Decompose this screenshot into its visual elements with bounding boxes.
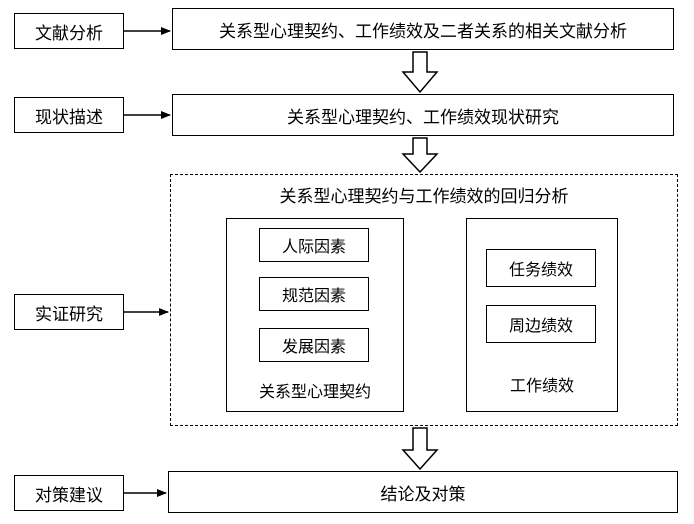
factor-label: 人际因素: [281, 237, 346, 256]
stage-content: 结论及对策: [380, 484, 466, 505]
down-arrow-2: [401, 137, 439, 174]
method-label: 文献分析: [35, 23, 103, 44]
method-literature-analysis: 文献分析: [14, 13, 124, 49]
down-arrow-3: [401, 427, 439, 471]
method-label: 对策建议: [35, 485, 103, 506]
stage-conclusion-box: 结论及对策: [168, 471, 678, 513]
stage-content: 关系型心理契约、工作绩效现状研究: [287, 107, 559, 128]
stage-literature-box: 关系型心理契约、工作绩效及二者关系的相关文献分析: [172, 8, 674, 50]
down-arrow-1: [401, 51, 439, 94]
performance-task: 任务绩效: [486, 249, 596, 287]
factor-label: 规范因素: [281, 286, 346, 305]
factor-label: 发展因素: [281, 337, 346, 356]
performance-label: 周边绩效: [508, 316, 573, 335]
stage-content: 关系型心理契约、工作绩效及二者关系的相关文献分析: [219, 21, 627, 42]
method-countermeasures: 对策建议: [14, 475, 124, 511]
performance-contextual: 周边绩效: [486, 305, 596, 343]
factor-interpersonal: 人际因素: [259, 228, 369, 262]
empirical-region: [170, 174, 678, 426]
work-performance-group: [466, 218, 618, 412]
method-empirical-research: 实证研究: [14, 294, 124, 330]
stage-status-box: 关系型心理契约、工作绩效现状研究: [172, 94, 674, 136]
psych-contract-title: 关系型心理契约: [258, 382, 371, 401]
work-performance-title: 工作绩效: [509, 376, 574, 395]
method-label: 现状描述: [35, 107, 103, 128]
factor-normative: 规范因素: [259, 277, 369, 311]
regression-title: 关系型心理契约与工作绩效的回归分析: [279, 187, 569, 207]
method-label: 实证研究: [35, 304, 103, 325]
psych-contract-group: [226, 218, 404, 412]
method-status-description: 现状描述: [14, 97, 124, 133]
factor-development: 发展因素: [259, 328, 369, 362]
performance-label: 任务绩效: [508, 260, 573, 279]
